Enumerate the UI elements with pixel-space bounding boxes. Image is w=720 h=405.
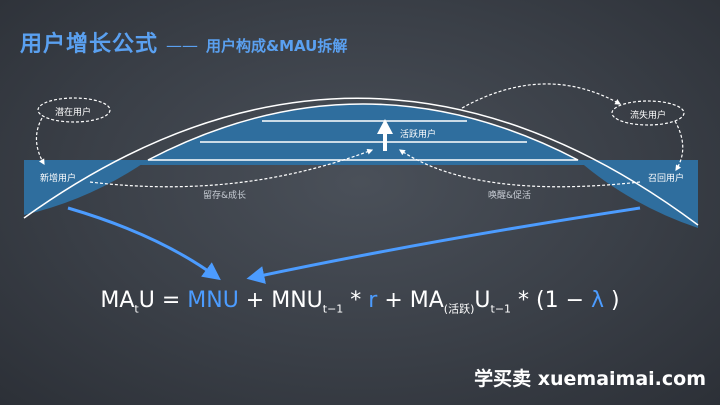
formula-times-1: * — [343, 288, 369, 313]
formula-u: U — [474, 288, 491, 313]
potential-to-new-arrow — [35, 117, 45, 166]
dome-to-lost-arrow — [461, 83, 622, 109]
blue-arrow-left — [67, 206, 221, 281]
formula-lhs-ma: MA — [100, 288, 135, 313]
formula-r: r — [368, 288, 378, 313]
page-subtitle: 用户构成&MAU拆解 — [206, 37, 348, 55]
active-users-label: 活跃用户 — [400, 130, 437, 140]
formula-mnu: MNU — [187, 288, 239, 313]
formula-sub-active: (活跃) — [443, 302, 475, 316]
outer-arc — [23, 97, 699, 226]
formula-lhs-u: U — [138, 288, 155, 313]
retain-grow-arrow — [89, 148, 374, 188]
potential-users-bubble — [37, 97, 111, 123]
blue-arrow-right — [246, 206, 641, 284]
recalled-users-wedge — [578, 160, 698, 228]
retain-grow-label: 留存&成长 — [203, 191, 247, 201]
title-dash: —— — [166, 36, 199, 55]
wake-promote-arrow — [399, 149, 641, 188]
lost-to-recall-arrow — [674, 120, 684, 172]
formula-plus-ma: + MA — [377, 288, 444, 313]
new-users-wedge — [24, 160, 148, 215]
title-row: 用户增长公式 —— 用户构成&MAU拆解 — [20, 26, 347, 58]
wake-promote-label: 唤醒&促活 — [488, 191, 532, 201]
active-users-dome — [147, 103, 579, 161]
up-arrow-head — [377, 119, 393, 134]
formula-close: ) — [604, 288, 620, 313]
formula-plus-mnu: + MNU — [238, 288, 323, 313]
lost-users-label: 流失用户 — [630, 111, 667, 121]
formula-sub-t1-b: t−1 — [490, 302, 512, 316]
baseline-band — [24, 160, 698, 165]
watermark: 学买卖 xuemaimai.com — [474, 368, 706, 390]
formula-lhs-sub: t — [134, 302, 139, 316]
formula-tail: * (1 − — [511, 288, 592, 313]
formula-equals: = — [154, 288, 188, 313]
potential-users-label: 潜在用户 — [55, 108, 92, 118]
lost-users-bubble — [611, 100, 685, 126]
new-users-label: 新增用户 — [40, 174, 77, 184]
mau-formula: MAtU = MNU + MNUt−1 * r + MA(活跃)Ut−1 * (… — [0, 288, 720, 316]
page-title: 用户增长公式 — [20, 32, 159, 57]
formula-sub-t1-a: t−1 — [322, 302, 344, 316]
formula-lambda: λ — [591, 288, 605, 313]
recalled-users-label: 召回用户 — [648, 174, 685, 184]
